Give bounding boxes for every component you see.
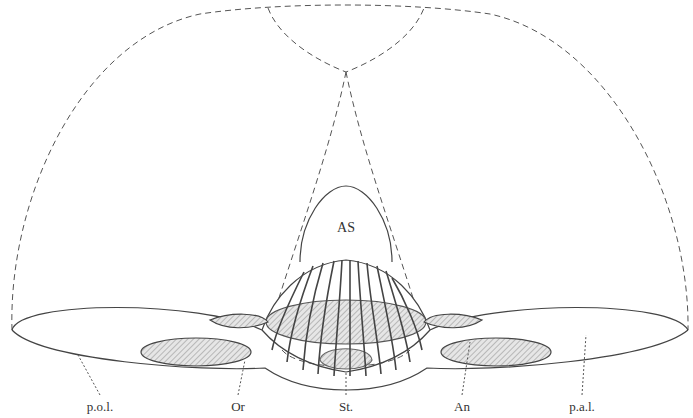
callout-label: An <box>454 400 470 413</box>
callout-label: p.o.l. <box>87 400 113 413</box>
callout-label: Or <box>231 400 245 413</box>
callout-label: St. <box>339 400 353 413</box>
part-label: AS <box>337 221 355 235</box>
callout-label: p.a.l. <box>569 400 595 413</box>
